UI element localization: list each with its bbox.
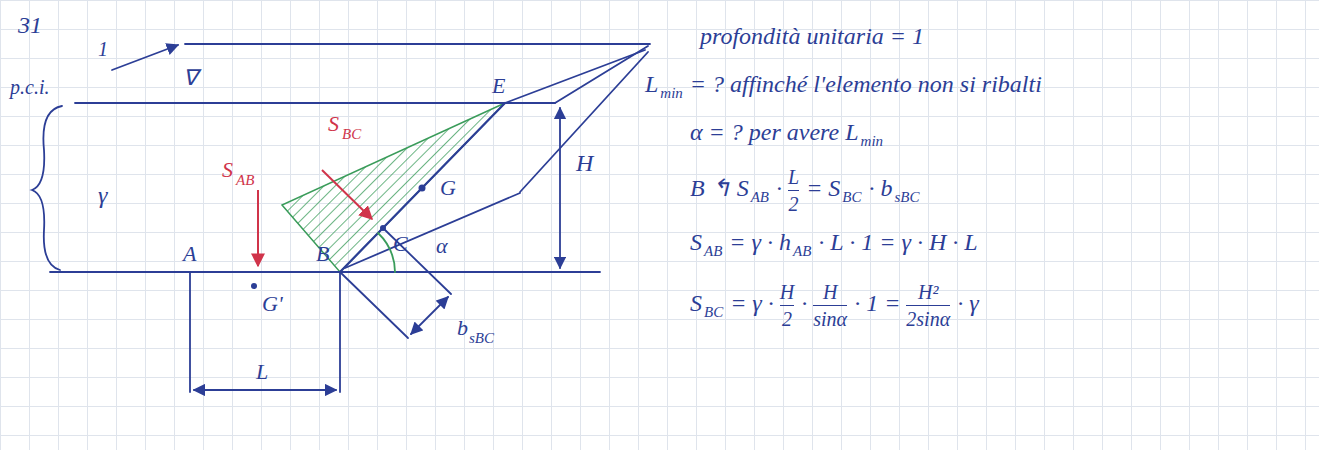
equation-text: B xyxy=(690,175,705,201)
equation-text: min xyxy=(660,85,683,101)
arm-line xyxy=(340,272,408,338)
arm-arrow xyxy=(411,297,448,334)
figure-label: p.c.i. xyxy=(10,76,49,98)
equation-text: S xyxy=(690,229,702,255)
figure-label: 1 xyxy=(98,38,108,60)
equation-text: α = ? per avere L xyxy=(690,119,859,145)
figure-label: E xyxy=(492,74,505,98)
fraction-bar xyxy=(813,305,847,306)
fraction: L2 xyxy=(788,165,799,216)
perspective-line xyxy=(520,52,648,192)
equation-text: · L · 1 = γ · H · L xyxy=(818,229,977,255)
fraction: Hsinα xyxy=(813,280,847,331)
dimension-arrow xyxy=(194,389,336,391)
equation-text: · xyxy=(776,175,782,201)
angle-arc xyxy=(378,233,395,272)
equation-text: AB xyxy=(751,189,769,205)
bottom-line xyxy=(50,271,600,273)
equation-text: H xyxy=(780,280,794,304)
equation-text: BC xyxy=(704,304,723,320)
text-line: SAB= γ · hAB· L · 1 = γ · H · L xyxy=(690,228,984,260)
figure-label: b xyxy=(457,316,468,340)
figure-label: 31 xyxy=(18,12,42,38)
equation-text: 2sinα xyxy=(906,307,950,331)
text-line: profondità unitaria = 1 xyxy=(700,22,930,51)
equation-text: sinα xyxy=(813,307,847,331)
equation-text: L xyxy=(645,71,658,97)
surface-back xyxy=(185,43,650,45)
figure-label: sBC xyxy=(469,330,494,347)
fraction-bar xyxy=(906,305,950,306)
fraction-bar xyxy=(780,305,794,306)
figure-label: H xyxy=(576,150,593,176)
equation-text: 2 xyxy=(782,307,792,331)
force-arrow xyxy=(257,190,259,266)
equation-text: profondità unitaria = 1 xyxy=(700,23,924,49)
equation-text: ↰ xyxy=(711,175,731,201)
equation-text: · 1 = xyxy=(854,290,900,316)
equation-text: H xyxy=(823,280,837,304)
figure-label: ∇ xyxy=(183,66,198,90)
equation-text: · γ xyxy=(957,290,978,316)
figure-label: S xyxy=(328,112,339,136)
figure-label: G xyxy=(440,176,456,200)
depth-arrow xyxy=(112,45,178,70)
equation-text: · xyxy=(869,175,875,201)
equation-text: · xyxy=(801,290,807,316)
equation-text: = ? affinché l'elemento non si ribalti xyxy=(690,71,1042,97)
equation-text: = xyxy=(806,175,822,201)
figure-label: L xyxy=(256,360,268,384)
perspective-line xyxy=(505,50,645,103)
equation-text: S xyxy=(828,175,840,201)
equation-text: 2 xyxy=(789,192,799,216)
centroid-dot xyxy=(251,283,257,289)
pressure-center-dot xyxy=(380,225,386,231)
pressure-triangle xyxy=(282,103,505,272)
text-line: Lmin = ? affinché l'elemento non si ribal… xyxy=(645,70,1048,102)
figure-label: AB xyxy=(236,172,254,189)
equation-text: S xyxy=(690,290,702,316)
water-surface xyxy=(75,102,555,104)
equation-text: AB xyxy=(704,243,722,259)
figure-label: γ xyxy=(98,182,107,208)
figure-label: BC xyxy=(342,126,361,143)
equation-text: = γ · h xyxy=(729,229,791,255)
extension-line xyxy=(339,272,341,392)
fraction-bar xyxy=(788,190,799,191)
equation-text: L xyxy=(788,165,799,189)
figure-label: A xyxy=(183,242,196,266)
brace xyxy=(32,106,62,270)
extension-line xyxy=(189,272,191,392)
fraction: H² 2sinα xyxy=(906,280,950,331)
equation-text: H² xyxy=(918,280,938,304)
inclined-wall xyxy=(340,103,505,272)
text-line: B↰SAB·L2=SBC·bsBC xyxy=(690,165,927,216)
equation-text: AB xyxy=(793,243,811,259)
figure-label: B xyxy=(316,242,329,266)
figure-label: S xyxy=(222,158,233,182)
equation-text: b xyxy=(881,175,893,201)
figure-label: α xyxy=(436,234,448,258)
dimension-arrow xyxy=(559,108,561,268)
centroid-dot xyxy=(419,185,426,192)
equation-text: sBC xyxy=(895,189,920,205)
text-line: α = ? per avere Lmin xyxy=(690,118,890,150)
equation-text: min xyxy=(861,133,884,149)
fraction: H2 xyxy=(780,280,794,331)
figure-label: G' xyxy=(262,292,283,316)
perspective-line xyxy=(345,193,520,268)
force-arrow xyxy=(322,170,372,219)
equation-text: BC xyxy=(842,189,861,205)
text-line: SBC= γ ·H2·Hsinα· 1 =H²2sinα· γ xyxy=(690,280,985,331)
equation-text: = γ · xyxy=(730,290,774,316)
equation-text: S xyxy=(737,175,749,201)
figure-label: C xyxy=(393,232,408,256)
